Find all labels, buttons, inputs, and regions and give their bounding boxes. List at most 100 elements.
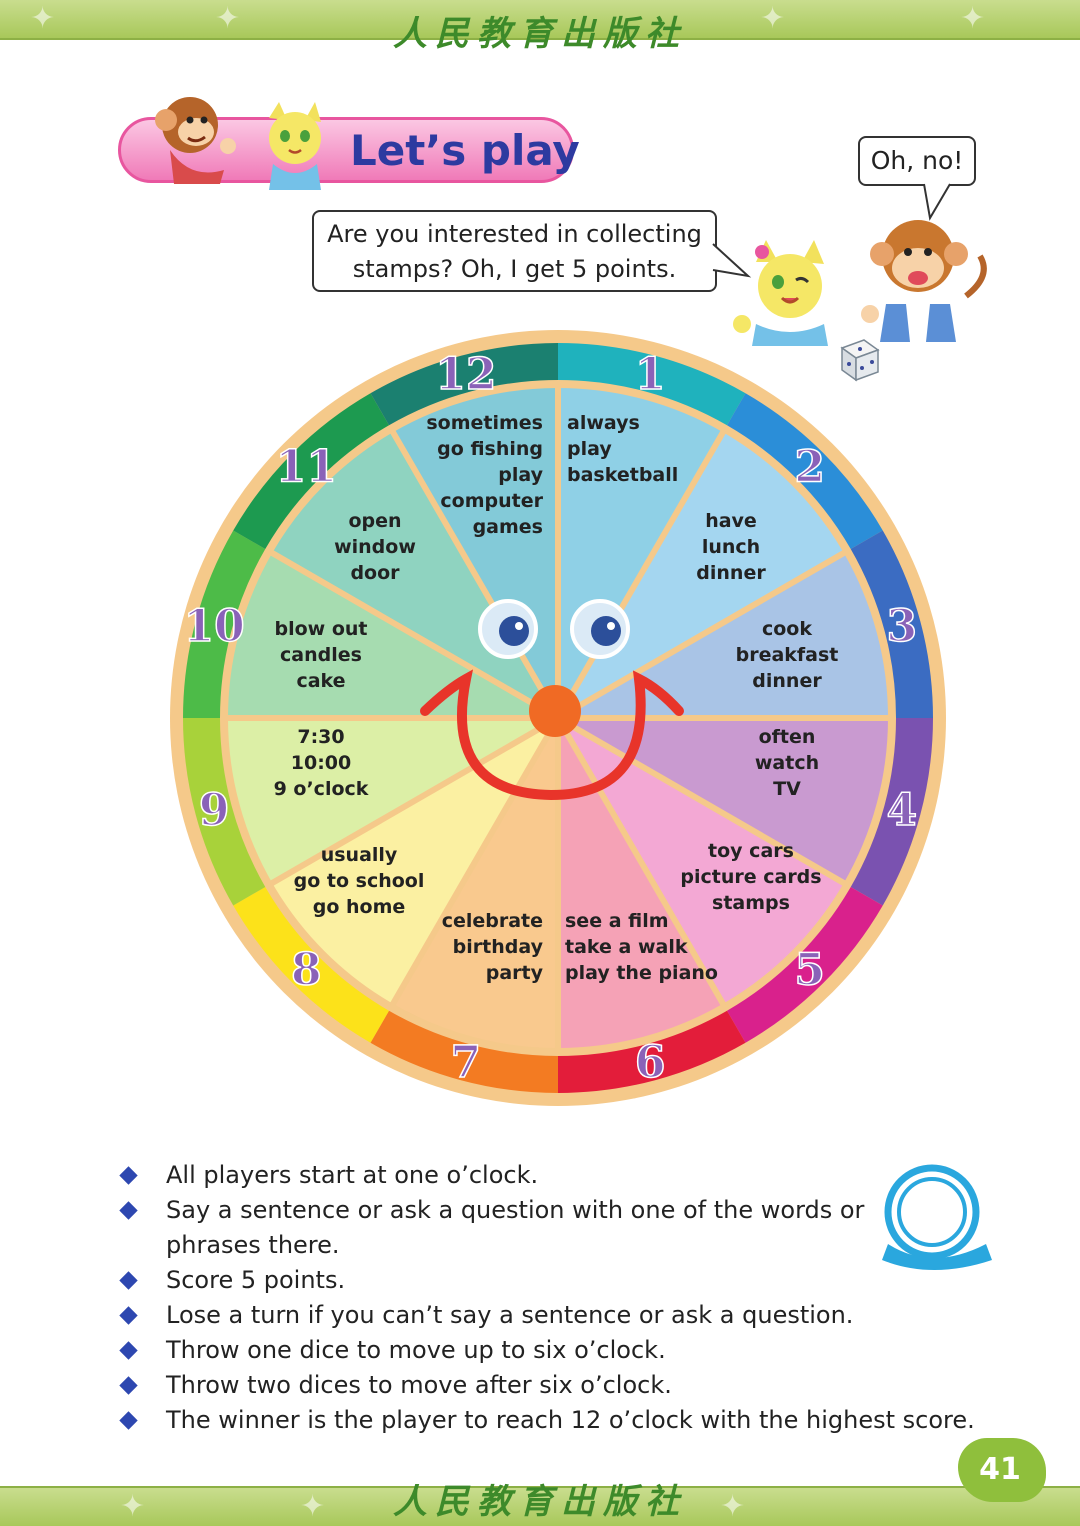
diamond-bullet-icon bbox=[119, 1201, 138, 1220]
rule-item: Say a sentence or ask a question with on… bbox=[118, 1193, 886, 1263]
sector-phrase: take a walk bbox=[565, 936, 688, 958]
clock-number: 3 bbox=[887, 601, 918, 652]
sector-phrase: have bbox=[705, 510, 757, 532]
sector-phrase: party bbox=[486, 962, 544, 984]
cat-icon bbox=[269, 102, 321, 190]
rule-item: Lose a turn if you can’t say a sentence … bbox=[118, 1298, 998, 1333]
sector-phrase: go home bbox=[313, 896, 406, 918]
wheel-divider bbox=[389, 428, 561, 720]
wheel-divider bbox=[268, 715, 560, 887]
sector-phrase: birthday bbox=[453, 936, 544, 958]
wheel-rim-segment bbox=[850, 530, 933, 718]
sector-phrase: blow out bbox=[275, 618, 368, 640]
rule-text: Say a sentence or ask a question with on… bbox=[166, 1196, 865, 1259]
rule-text: The winner is the player to reach 12 o’c… bbox=[166, 1406, 975, 1434]
monkey-icon bbox=[155, 97, 236, 184]
sector-phrase: go to school bbox=[294, 870, 425, 892]
clock-number: 10 bbox=[184, 601, 245, 652]
wheel-rim-segment bbox=[183, 718, 266, 906]
rule-item: All players start at one o’clock. bbox=[118, 1158, 998, 1193]
wheel-rim-segment bbox=[850, 718, 933, 906]
wheel-rim-segment bbox=[370, 1010, 558, 1093]
star-decoration-icon: ✦ bbox=[760, 1, 786, 36]
sector-phrase: sometimes bbox=[426, 412, 543, 434]
sector-phrase: TV bbox=[773, 778, 801, 800]
speech-line: Are you interested in collecting bbox=[327, 220, 702, 248]
clock-number: 2 bbox=[794, 441, 825, 492]
speech-bubble-girl: Are you interested in collecting stamps?… bbox=[312, 210, 717, 292]
page-number: 41 bbox=[979, 1452, 1021, 1487]
sector-phrase: dinner bbox=[696, 562, 766, 584]
star-decoration-icon: ✦ bbox=[960, 1, 986, 36]
star-decoration-icon: ✦ bbox=[720, 1489, 746, 1524]
rule-item: The winner is the player to reach 12 o’c… bbox=[118, 1403, 998, 1438]
sector-phrase: basketball bbox=[567, 464, 678, 486]
clock-number: 12 bbox=[435, 349, 496, 400]
clock-number: 4 bbox=[887, 785, 918, 836]
wheel-sector-hour-2 bbox=[558, 432, 844, 718]
sector-phrase: 9 o’clock bbox=[274, 778, 369, 800]
rule-text: Lose a turn if you can’t say a sentence … bbox=[166, 1301, 854, 1329]
sector-phrase: door bbox=[350, 562, 400, 584]
rule-text: All players start at one o’clock. bbox=[166, 1161, 539, 1189]
wheel-divider bbox=[555, 716, 727, 1008]
diamond-bullet-icon bbox=[119, 1306, 138, 1325]
sector-phrase: window bbox=[334, 536, 416, 558]
clock-number: 7 bbox=[451, 1037, 482, 1088]
page-number-badge bbox=[958, 1438, 1046, 1502]
clock-number: 1 bbox=[635, 349, 666, 400]
sector-phrase: play the piano bbox=[565, 962, 718, 984]
rule-item: Throw one dice to move up to six o’clock… bbox=[118, 1333, 998, 1368]
publisher-mark: 人民教育出版社 bbox=[393, 14, 687, 54]
sector-phrase: open bbox=[348, 510, 401, 532]
diamond-bullet-icon bbox=[119, 1271, 138, 1290]
rule-item: Throw two dices to move after six o’cloc… bbox=[118, 1368, 998, 1403]
sector-phrase: 10:00 bbox=[291, 752, 351, 774]
sector-phrase: cake bbox=[296, 670, 345, 692]
wheel-sector-hour-10 bbox=[228, 553, 558, 718]
sector-phrase: lunch bbox=[702, 536, 760, 558]
wheel-sector-hour-4 bbox=[558, 718, 888, 883]
star-decoration-icon: ✦ bbox=[30, 1, 56, 36]
rules-list: All players start at one o’clock. Say a s… bbox=[118, 1158, 998, 1438]
sector-phrase: stamps bbox=[712, 892, 790, 914]
wheel-rim-segment bbox=[727, 393, 883, 549]
wheel-rim-segment bbox=[183, 530, 266, 718]
diamond-bullet-icon bbox=[119, 1411, 138, 1430]
wheel-rim-segment bbox=[727, 887, 883, 1043]
rule-text: Score 5 points. bbox=[166, 1266, 346, 1294]
wheel-rim-segment bbox=[233, 887, 389, 1043]
top-border-band: ✦ ✦ ✦ ✦ bbox=[0, 0, 1080, 40]
rule-text: Throw two dices to move after six o’cloc… bbox=[166, 1371, 672, 1399]
clock-number: 6 bbox=[635, 1037, 666, 1088]
speech-tail bbox=[923, 183, 951, 221]
wheel-rim-segment bbox=[370, 343, 558, 426]
sector-phrase: celebrate bbox=[442, 910, 543, 932]
bottom-border-band: ✦ ✦ ✦ bbox=[0, 1486, 1080, 1526]
sector-phrase: cook bbox=[762, 618, 812, 640]
sector-phrase: play bbox=[498, 464, 543, 486]
sector-phrase: always bbox=[567, 412, 640, 434]
sector-phrase: candles bbox=[280, 644, 362, 666]
group-assessment-badge-icon bbox=[882, 1164, 992, 1270]
wheel-rim-segment bbox=[558, 343, 746, 426]
wheel-divider bbox=[556, 549, 848, 721]
sector-phrase: 7:30 bbox=[297, 726, 344, 748]
sector-phrase: toy cars bbox=[708, 840, 794, 862]
sector-phrase: play bbox=[567, 438, 612, 460]
wheel-sector-hour-6 bbox=[558, 718, 723, 1048]
wheel-divider bbox=[555, 428, 727, 720]
wheel-divider bbox=[268, 549, 560, 721]
wheel-face bbox=[420, 599, 684, 801]
rule-item: Score 5 points. bbox=[118, 1263, 998, 1298]
wheel-rim-segment bbox=[558, 1010, 746, 1093]
speech-bubble-monkey: Oh, no! bbox=[858, 136, 976, 186]
wheel-sector-hour-5 bbox=[558, 718, 844, 1004]
clock-number: 5 bbox=[794, 945, 825, 996]
page-title: Let’s play bbox=[350, 126, 580, 175]
sector-phrase: usually bbox=[321, 844, 398, 866]
clock-number: 8 bbox=[291, 945, 322, 996]
sector-phrase: computer bbox=[440, 490, 543, 512]
sector-phrase: often bbox=[759, 726, 816, 748]
cat-character-icon bbox=[733, 240, 828, 346]
